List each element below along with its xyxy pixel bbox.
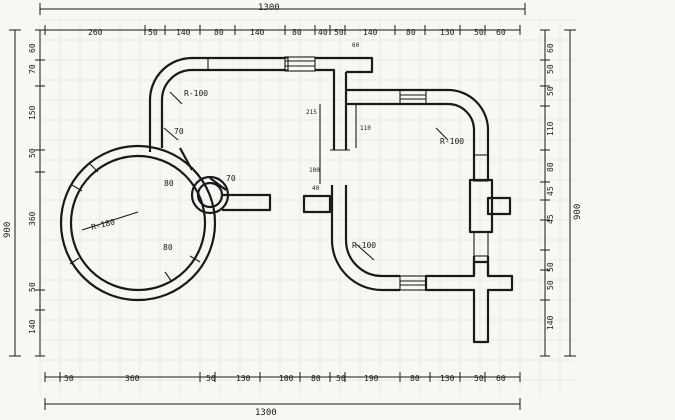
dim-label-80a: 80 — [164, 179, 174, 188]
top-total-dimension: 1300 — [39, 3, 526, 15]
bottom-dim-6: 50 — [336, 374, 346, 383]
right-dim-4: 80 — [546, 162, 555, 172]
left-dim-0: 60 — [28, 43, 37, 53]
bottom-dim-7: 190 — [364, 374, 379, 383]
left-total-label: 900 — [3, 222, 13, 238]
bottom-dimension-chain: 50 360 50 130 100 80 50 190 80 130 50 60 — [44, 372, 521, 383]
bottom-total-dimension: 1300 — [44, 398, 521, 418]
top-dim-3: 80 — [214, 28, 224, 37]
left-dim-1: 70 — [28, 64, 37, 74]
left-dim-3: 50 — [28, 148, 37, 158]
top-dim-0: 260 — [88, 28, 103, 37]
dim-label-80b: 80 — [163, 243, 173, 252]
annotations: R-100 R-100 R-100 R-180 70 80 80 70 215 … — [81, 42, 464, 261]
left-total-dimension: 900 — [3, 29, 21, 357]
top-total-label: 1300 — [258, 3, 280, 13]
top-dim-4: 140 — [250, 28, 265, 37]
bottom-dim-4: 100 — [279, 374, 294, 383]
corridor-connection — [179, 147, 332, 214]
bottom-dim-8: 80 — [410, 374, 420, 383]
dim-label-110: 110 — [360, 125, 371, 132]
dim-label-100: 100 — [309, 167, 320, 174]
left-dim-4: 360 — [28, 211, 37, 226]
top-dim-1: 50 — [148, 28, 158, 37]
bottom-dim-10: 50 — [474, 374, 484, 383]
radius-label-top: R-100 — [184, 89, 208, 98]
right-curved-wing — [346, 88, 512, 275]
right-dim-6: 45 — [546, 214, 555, 224]
right-dimension-chain: 60 50 50 110 80 45 45 50 50 140 — [540, 29, 555, 357]
bottom-dim-11: 60 — [496, 374, 506, 383]
top-dim-8: 140 — [363, 28, 378, 37]
radius-label-circle: R-180 — [90, 217, 116, 232]
bottom-dim-1: 360 — [125, 374, 140, 383]
top-dimension-chain: 260 50 140 80 140 80 40 50 140 80 130 50… — [44, 25, 521, 37]
large-circular-room — [59, 144, 217, 302]
top-dim-10: 130 — [440, 28, 455, 37]
left-dim-6: 140 — [28, 319, 37, 334]
left-dim-5: 50 — [28, 282, 37, 292]
top-dim-9: 80 — [406, 28, 416, 37]
top-dim-7: 50 — [334, 28, 344, 37]
top-dim-11: 50 — [474, 28, 484, 37]
bottom-dim-9: 130 — [440, 374, 455, 383]
dim-label-70b: 70 — [226, 174, 236, 183]
right-dim-9: 140 — [546, 315, 555, 330]
left-dim-2: 150 — [28, 105, 37, 120]
bottom-dim-3: 130 — [236, 374, 251, 383]
right-dim-1: 50 — [546, 64, 555, 74]
radius-label-bottom: R-100 — [352, 241, 376, 250]
upper-left-curved-wing — [148, 56, 374, 152]
bottom-dim-0: 50 — [64, 374, 74, 383]
left-dimension-chain: 60 70 150 50 360 50 140 — [28, 29, 45, 357]
right-dim-0: 60 — [546, 43, 555, 53]
lower-right-curved-wing — [330, 185, 514, 344]
bottom-dim-2: 50 — [206, 374, 216, 383]
drawing-grid — [39, 19, 575, 395]
right-dim-7: 50 — [546, 262, 555, 272]
right-dim-2: 50 — [546, 86, 555, 96]
dim-label-215: 215 — [306, 109, 317, 116]
dim-label-70: 70 — [174, 127, 184, 136]
right-dim-3: 110 — [546, 121, 555, 136]
right-total-dimension: 900 — [564, 29, 583, 357]
bottom-total-label: 1300 — [255, 408, 277, 418]
top-dim-6: 40 — [318, 28, 328, 37]
radius-label-right: R-100 — [440, 137, 464, 146]
right-dim-8: 50 — [546, 280, 555, 290]
right-total-label: 900 — [573, 204, 583, 220]
dim-label-60: 60 — [352, 42, 360, 49]
top-dim-2: 140 — [176, 28, 191, 37]
dim-label-40: 40 — [312, 185, 320, 192]
right-dim-5: 45 — [546, 186, 555, 196]
bottom-dim-5: 80 — [311, 374, 321, 383]
top-dim-12: 60 — [496, 28, 506, 37]
top-dim-5: 80 — [292, 28, 302, 37]
